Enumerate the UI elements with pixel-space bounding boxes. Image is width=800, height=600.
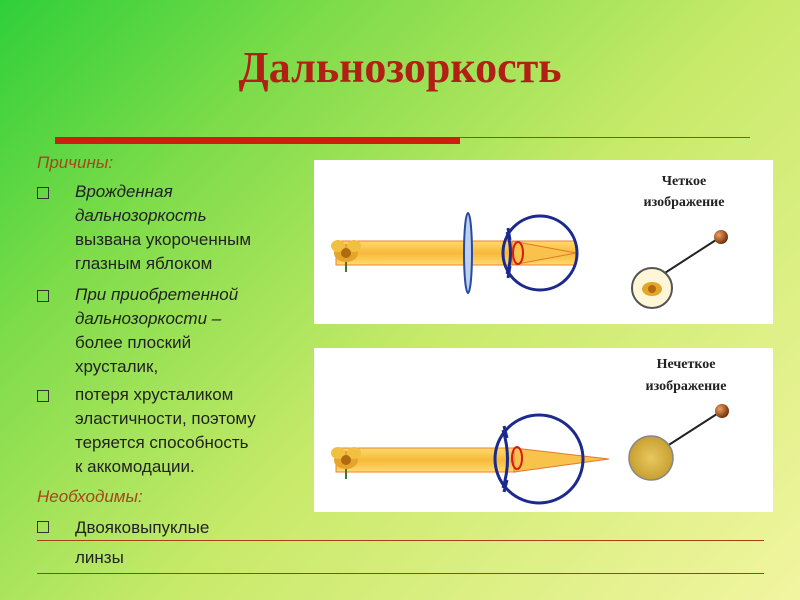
needed-heading: Необходимы:: [37, 487, 143, 506]
magnified-image-icon: [631, 267, 673, 309]
flower-icon: [331, 447, 361, 479]
caption-line: изображение: [644, 195, 725, 210]
caption-line: Четкое: [662, 174, 706, 189]
needed-item-1: Двояковыпуклые линзы: [75, 513, 320, 573]
caption-line: Нечеткое: [657, 357, 716, 372]
light-beam: [335, 447, 517, 473]
caption-line: изображение: [646, 379, 727, 394]
cause-item-3-line: эластичности, поэтому: [75, 409, 256, 428]
bullet-square-icon: [37, 390, 49, 402]
needed-item-1-line: линзы: [75, 548, 124, 567]
flower-icon: [331, 240, 361, 272]
title-underline-thin: [460, 137, 750, 138]
needed-item-1-line: Двояковыпуклые: [75, 518, 210, 537]
focus-cone: [513, 447, 610, 473]
cause-item-3-line: потеря хрусталиком: [75, 385, 234, 404]
slide-title: Дальнозоркость: [238, 43, 562, 92]
cause-item-2: При приобретенной дальнозоркости – более…: [75, 283, 320, 379]
cause-item-1: Врожденная дальнозоркость вызвана укороч…: [75, 180, 320, 276]
causes-heading: Причины:: [37, 153, 114, 172]
cause-item-1-line: Врожденная: [75, 182, 173, 201]
diagram-blurred-image: Нечеткое изображение: [314, 348, 773, 512]
pointer-ball-icon: [714, 230, 728, 244]
diagram-clear-image: Четкое изображение: [314, 160, 773, 324]
bullet-square-icon: [37, 521, 49, 533]
cause-item-1-line: дальнозоркость: [75, 206, 207, 225]
cause-item-3: потеря хрусталиком эластичности, поэтому…: [75, 383, 320, 479]
cause-item-1-line: глазным яблоком: [75, 254, 213, 273]
eyeball-icon: [493, 413, 585, 505]
pointer-ball-icon: [715, 404, 729, 418]
underline-rule: [37, 573, 764, 574]
corrective-lens: [463, 212, 473, 294]
cause-item-2-line: более плоский: [75, 333, 192, 352]
bullet-square-icon: [37, 187, 49, 199]
bullet-square-icon: [37, 290, 49, 302]
blurred-image-icon: [628, 435, 674, 481]
cause-item-1-line: вызвана укороченным: [75, 230, 252, 249]
pointer-line: [663, 411, 721, 449]
underline-rule: [37, 540, 764, 541]
cause-item-2-line: хрусталик,: [75, 357, 159, 376]
title-underline-thick: [55, 137, 460, 144]
cause-item-3-line: к аккомодации.: [75, 457, 195, 476]
eyeball-icon: [501, 214, 579, 292]
cause-item-3-line: теряется способность: [75, 433, 249, 452]
cause-item-2-line: При приобретенной: [75, 285, 239, 304]
cause-item-2-line: дальнозоркости –: [75, 309, 222, 328]
